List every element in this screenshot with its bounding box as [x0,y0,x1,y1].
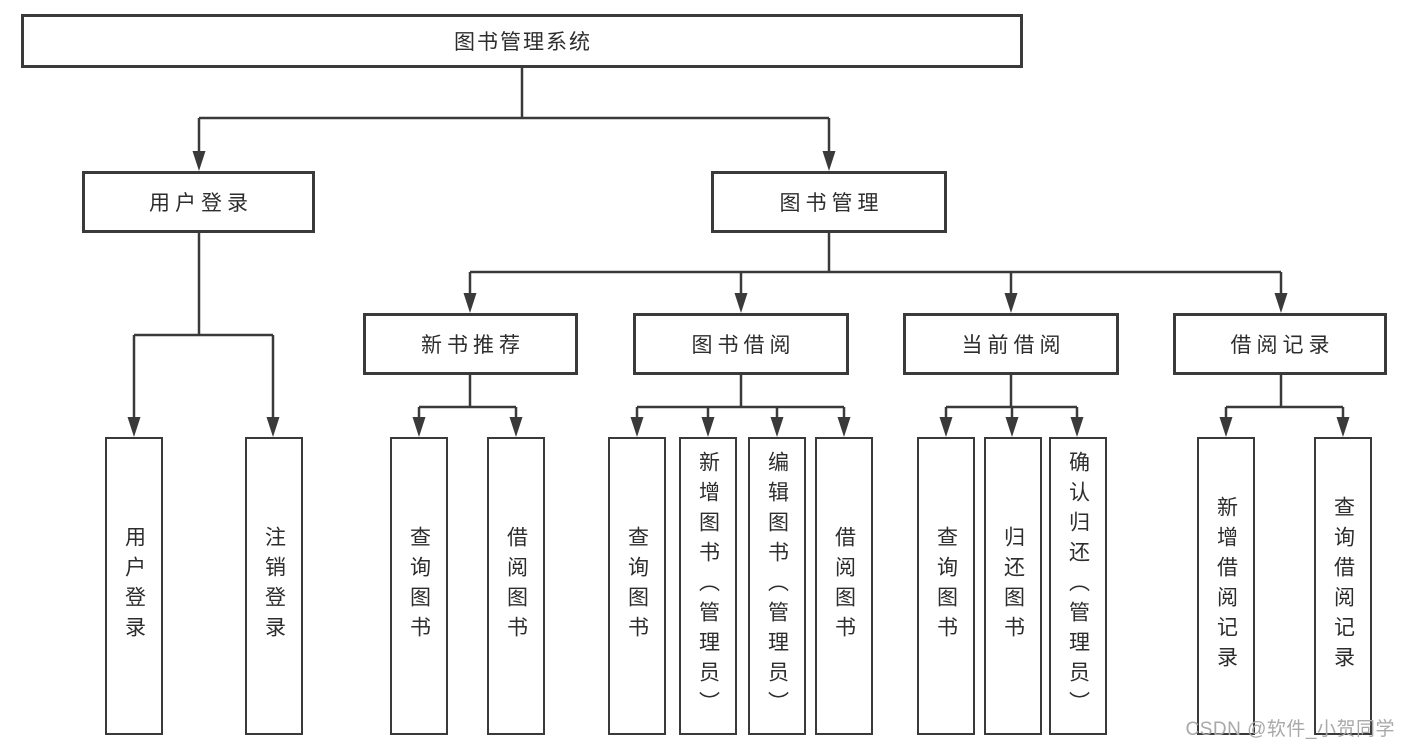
leaf-borrow-books-1: 借阅图书 [487,437,545,735]
leaf-add-borrow-record: 新增借阅记录 [1197,437,1255,735]
arrowhead [837,417,851,437]
arrowhead [1004,293,1018,313]
leaf-query-borrow-record: 查询借阅记录 [1314,437,1372,735]
node-user-login: 用户登录 [82,171,315,233]
arrowhead [1005,417,1019,437]
arrowheads [127,151,1350,437]
arrowhead [412,417,426,437]
leaf-add-books-admin: 新增图书（管理员） [679,437,737,735]
leaf-confirm-return-admin: 确认归还（管理员） [1049,437,1107,735]
leaf-query-books-3: 查询图书 [917,437,975,735]
node-current-borrow: 当前借阅 [903,313,1119,375]
arrowhead [630,417,644,437]
arrowhead [770,417,784,437]
node-book-borrow: 图书借阅 [633,313,849,375]
arrowhead [463,293,477,313]
node-new-book-recommend: 新书推荐 [363,313,578,375]
arrowhead [127,417,141,437]
csdn-watermark: CSDN @软件_小贺同学 [1185,719,1395,740]
arrowhead [822,151,836,171]
arrowhead [266,417,280,437]
arrowhead [1219,417,1233,437]
arrowhead [1274,293,1288,313]
arrowhead [701,417,715,437]
node-borrow-records: 借阅记录 [1173,313,1387,375]
node-book-management: 图书管理 [711,171,947,233]
arrowhead [1070,417,1084,437]
leaf-edit-books-admin: 编辑图书（管理员） [748,437,806,735]
node-root-system: 图书管理系统 [21,14,1023,68]
leaf-query-books-1: 查询图书 [390,437,448,735]
arrowhead [509,417,523,437]
leaf-user-login: 用户登录 [105,437,163,735]
arrowhead [939,417,953,437]
arrowhead [1336,417,1350,437]
arrowhead [734,293,748,313]
connector-lines [132,68,1345,418]
leaf-return-books: 归还图书 [984,437,1042,735]
leaf-logout: 注销登录 [245,437,303,735]
leaf-borrow-books-2: 借阅图书 [815,437,873,735]
arrowhead [192,151,206,171]
leaf-query-books-2: 查询图书 [608,437,666,735]
